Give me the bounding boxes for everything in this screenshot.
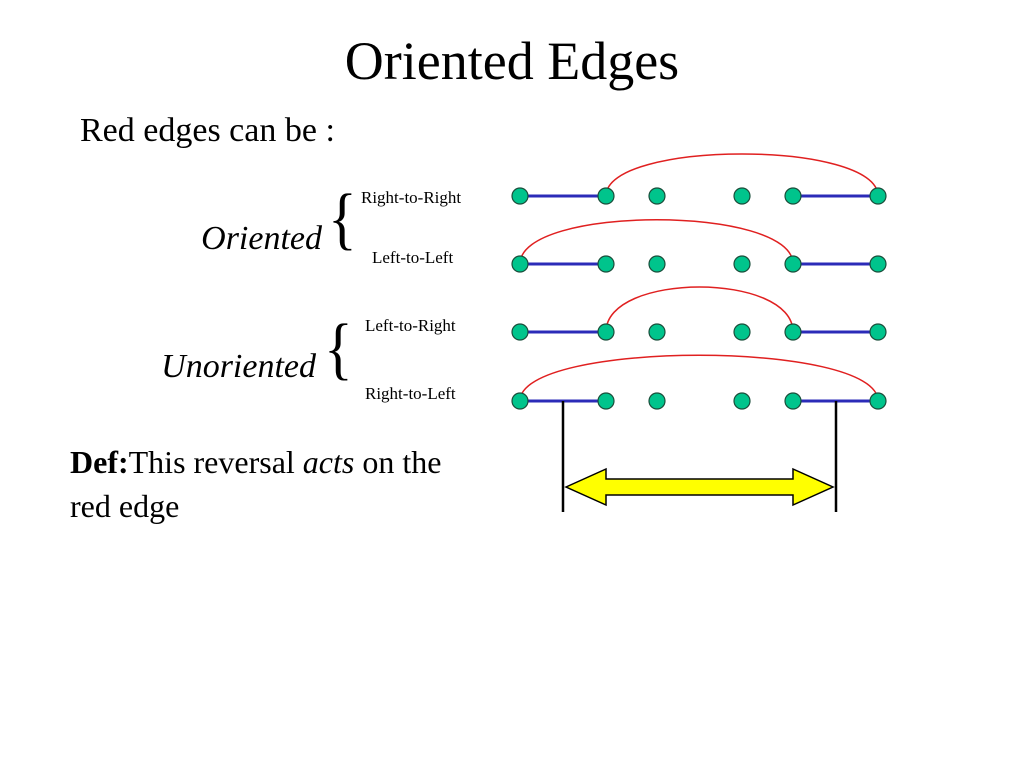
node — [784, 323, 802, 341]
definition-emphasis: acts — [302, 444, 355, 480]
node — [784, 255, 802, 273]
node — [733, 187, 751, 205]
oriented-brace: { — [328, 180, 357, 257]
left-to-left-label: Left-to-Left — [372, 248, 454, 267]
node — [511, 187, 529, 205]
row-left-to-right — [511, 286, 887, 341]
right-to-left-label: Right-to-Left — [365, 384, 456, 403]
node — [784, 392, 802, 410]
node — [597, 255, 615, 273]
row-right-to-left — [511, 354, 887, 512]
node — [869, 255, 887, 273]
slide-title: Oriented Edges — [344, 31, 680, 91]
node — [511, 323, 529, 341]
row-left-to-left — [511, 219, 887, 273]
node — [597, 187, 615, 205]
node — [597, 323, 615, 341]
node — [869, 323, 887, 341]
intro-text: Red edges can be : — [80, 112, 335, 149]
node — [648, 255, 666, 273]
unoriented-brace: { — [324, 310, 353, 387]
node — [869, 187, 887, 205]
node — [648, 187, 666, 205]
node — [869, 392, 887, 410]
definition-term: Def: — [70, 444, 129, 480]
left-to-right-label: Left-to-Right — [365, 316, 456, 335]
node — [733, 323, 751, 341]
node — [511, 392, 529, 410]
red-edge — [519, 219, 794, 265]
reversal-double-arrow — [564, 467, 835, 507]
row-right-to-right — [511, 153, 887, 205]
red-edge — [519, 354, 879, 402]
node — [597, 392, 615, 410]
node — [648, 323, 666, 341]
node — [648, 392, 666, 410]
red-edge — [605, 153, 879, 197]
node — [733, 392, 751, 410]
definition-text-after: on the red edge — [70, 444, 442, 524]
red-edge — [605, 286, 794, 333]
node — [733, 255, 751, 273]
node — [511, 255, 529, 273]
definition-text-before: This reversal — [128, 444, 303, 480]
right-to-right-label: Right-to-Right — [361, 188, 462, 207]
oriented-label: Oriented — [201, 220, 322, 257]
node — [784, 187, 802, 205]
definition-text: Def:This reversal acts on the red edge — [70, 440, 490, 528]
unoriented-label: Unoriented — [161, 348, 316, 385]
